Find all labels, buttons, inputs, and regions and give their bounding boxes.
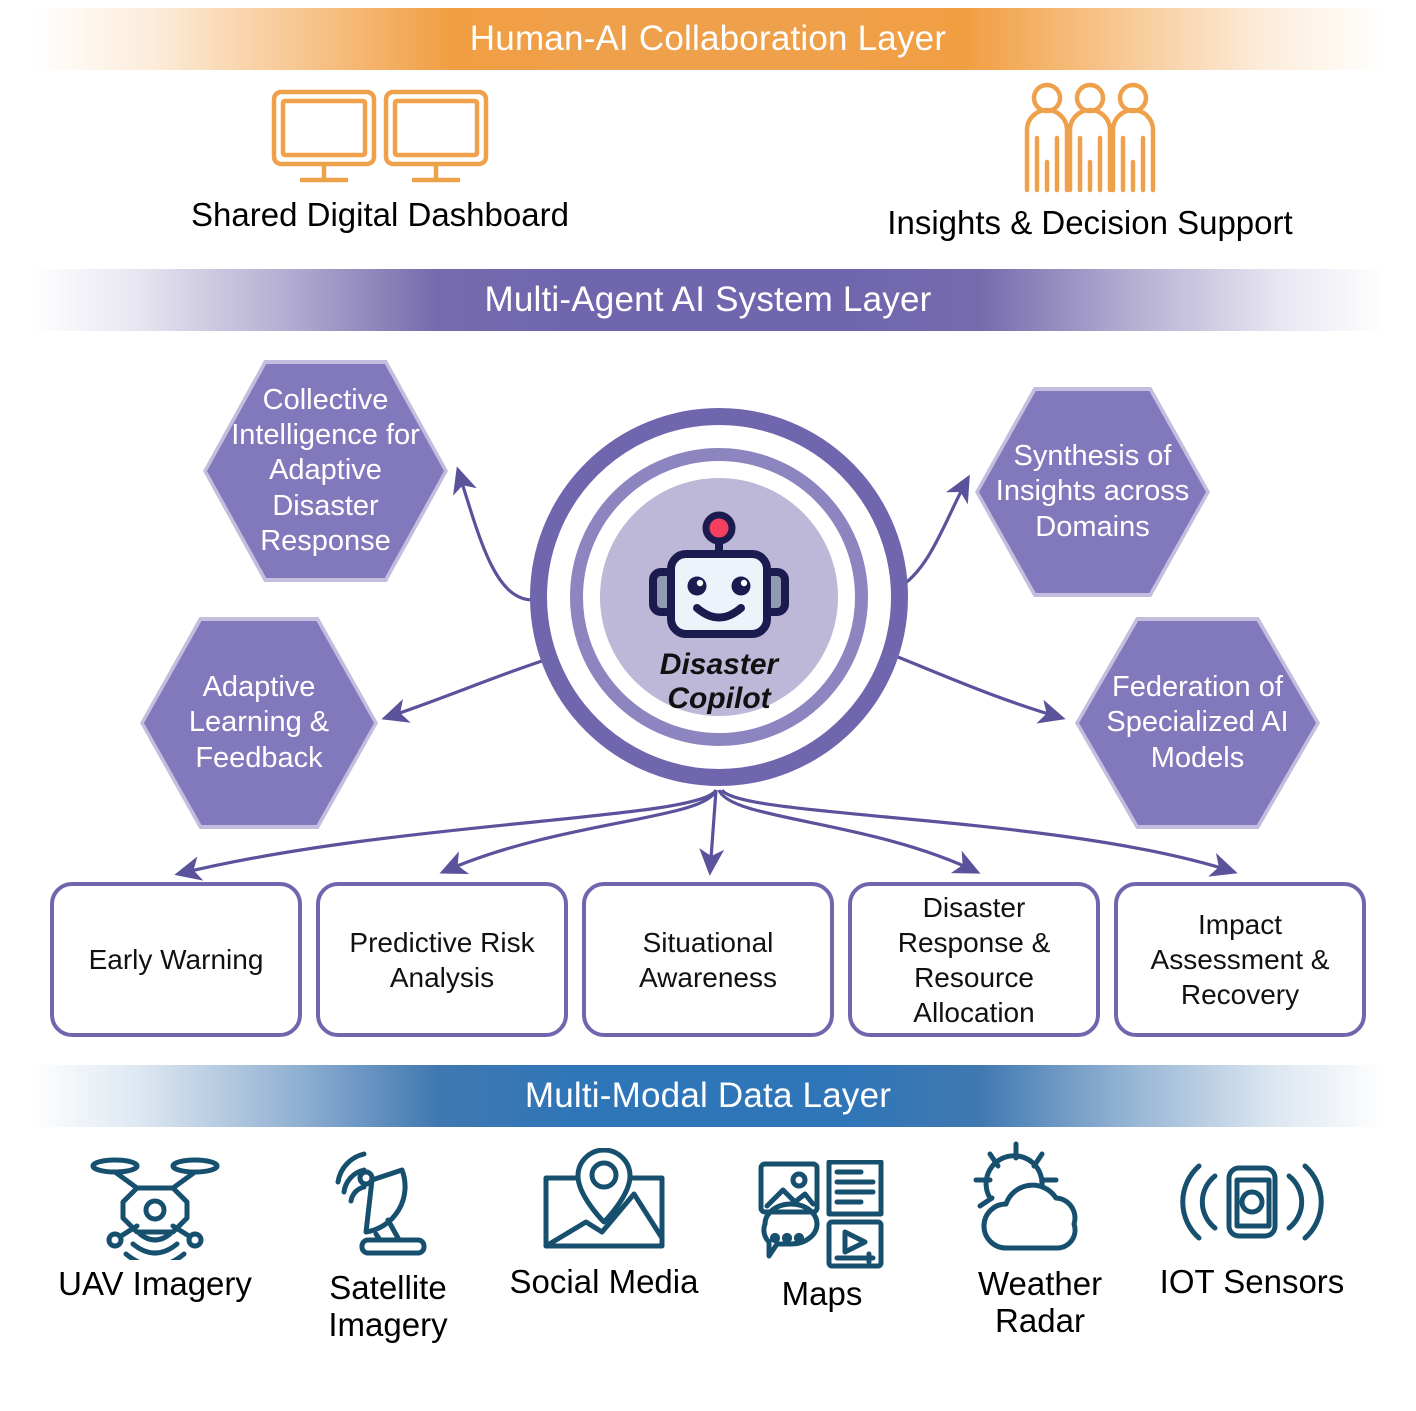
- data-layer-banner: Multi-Modal Data Layer: [32, 1065, 1384, 1127]
- data-source-maps: Maps: [712, 1160, 932, 1313]
- hexagon-label: Federation of Specialized AI Models: [1079, 621, 1316, 825]
- human-layer-title: Human-AI Collaboration Layer: [469, 19, 947, 58]
- hexagon-synthesis-of-insights[interactable]: Synthesis of Insights across Domains: [975, 387, 1210, 597]
- capability-label: Impact Assessment & Recovery: [1150, 909, 1330, 1010]
- people-group-icon: [1015, 78, 1165, 196]
- agent-layer-title: Multi-Agent AI System Layer: [484, 280, 932, 319]
- satellite-dish-icon: [328, 1146, 448, 1264]
- data-source-label: UAV Imagery: [58, 1265, 252, 1302]
- data-source-label: Maps: [781, 1275, 863, 1312]
- copilot-core: Disaster Copilot: [600, 478, 838, 716]
- hexagon-label: Collective Intelligence for Adaptive Dis…: [207, 364, 444, 578]
- capability-box-early-warning[interactable]: Early Warning: [50, 882, 302, 1037]
- human-item-label: Shared Digital Dashboard: [191, 196, 569, 233]
- capability-box-situational-awareness[interactable]: Situational Awareness: [582, 882, 834, 1037]
- human-item-label: Insights & Decision Support: [887, 204, 1293, 241]
- hexagon-label: Synthesis of Insights across Domains: [979, 391, 1206, 593]
- photo-pin-icon: [534, 1148, 674, 1258]
- robot-icon: [639, 508, 799, 640]
- copilot-title: Disaster Copilot: [660, 648, 778, 715]
- data-source-label: Satellite Imagery: [328, 1269, 448, 1343]
- hexagon-collective-intelligence[interactable]: Collective Intelligence for Adaptive Dis…: [203, 360, 448, 582]
- data-source-label: Weather Radar: [977, 1265, 1103, 1339]
- capability-label: Disaster Response & Resource Allocation: [897, 891, 1051, 1028]
- hexagon-adaptive-learning[interactable]: Adaptive Learning & Feedback: [140, 617, 378, 829]
- data-layer-title: Multi-Modal Data Layer: [524, 1076, 892, 1115]
- data-source-satellite-imagery: Satellite Imagery: [278, 1146, 498, 1344]
- capability-label: Early Warning: [88, 944, 264, 975]
- data-source-weather-radar: Weather Radar: [930, 1140, 1150, 1340]
- human-item-shared-dashboard: Shared Digital Dashboard: [140, 88, 620, 234]
- copilot-title-line2: Copilot: [667, 681, 771, 715]
- data-source-label: IOT Sensors: [1159, 1263, 1345, 1300]
- data-source-uav-imagery: UAV Imagery: [45, 1150, 265, 1303]
- disaster-copilot-node[interactable]: Disaster Copilot: [530, 408, 908, 786]
- data-source-social-media: Social Media: [494, 1148, 714, 1301]
- capability-box-impact-assessment[interactable]: Impact Assessment & Recovery: [1114, 882, 1366, 1037]
- drone-icon: [85, 1150, 225, 1260]
- agent-layer-banner: Multi-Agent AI System Layer: [32, 269, 1384, 331]
- capability-label: Predictive Risk Analysis: [349, 926, 535, 993]
- data-source-label: Social Media: [509, 1263, 699, 1300]
- capability-box-predictive-risk[interactable]: Predictive Risk Analysis: [316, 882, 568, 1037]
- hexagon-label: Adaptive Learning & Feedback: [144, 621, 374, 825]
- capability-label: Situational Awareness: [638, 926, 777, 993]
- hexagon-federation-of-models[interactable]: Federation of Specialized AI Models: [1075, 617, 1320, 829]
- sensor-signal-icon: [1177, 1150, 1327, 1258]
- sun-cloud-icon: [970, 1140, 1110, 1260]
- data-source-iot-sensors: IOT Sensors: [1142, 1150, 1362, 1301]
- capability-box-disaster-response[interactable]: Disaster Response & Resource Allocation: [848, 882, 1100, 1037]
- copilot-title-line1: Disaster: [659, 648, 779, 681]
- human-layer-banner: Human-AI Collaboration Layer: [32, 8, 1384, 70]
- dual-monitor-icon: [270, 88, 490, 188]
- media-grid-icon: [757, 1160, 887, 1270]
- human-item-insights-support: Insights & Decision Support: [850, 78, 1330, 242]
